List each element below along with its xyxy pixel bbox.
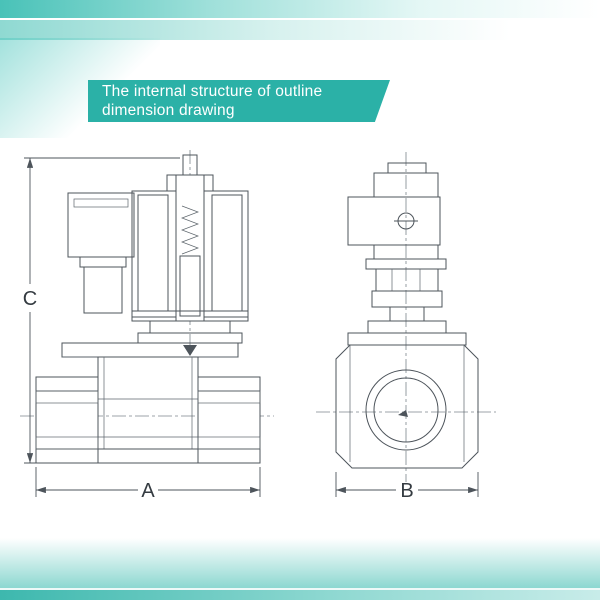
return-spring xyxy=(181,205,199,255)
bottom-gradient-strip xyxy=(0,590,600,600)
knurled-ring xyxy=(371,290,443,308)
port-opening-inner xyxy=(373,377,439,443)
armature-tube xyxy=(175,174,205,322)
body-bottom-plate xyxy=(97,448,199,464)
terminal-box-detail xyxy=(73,198,129,208)
coil-winding-right xyxy=(211,194,243,312)
bottom-divider-line xyxy=(0,588,600,590)
dimension-b: B xyxy=(335,472,479,502)
dimension-a: A xyxy=(35,467,261,502)
body-center xyxy=(97,356,199,464)
terminal-box xyxy=(67,192,135,258)
terminal-box-step xyxy=(79,256,127,268)
coil-winding-left xyxy=(137,194,169,312)
port-right-thread-bottom xyxy=(197,436,261,450)
coil-top-tab xyxy=(387,162,427,174)
bonnet-front xyxy=(367,320,447,334)
bottom-gradient-band xyxy=(0,538,600,590)
valve-body-front xyxy=(335,344,479,469)
center-mark xyxy=(398,410,408,417)
plunger xyxy=(179,255,201,317)
banner-title-line2: dimension drawing xyxy=(102,102,235,119)
port-right-thread-top xyxy=(197,390,261,404)
dimension-c: C xyxy=(23,157,180,464)
bonnet-plate-front xyxy=(347,332,467,346)
banner-title-line1: The internal structure of outline xyxy=(102,83,323,100)
left-sectional-view xyxy=(20,150,274,464)
port-left-thread-top xyxy=(35,390,99,404)
port-right xyxy=(197,376,261,464)
top-gradient-band-secondary xyxy=(0,20,600,40)
dim-label-a: A xyxy=(141,480,155,502)
dim-label-c: C xyxy=(23,288,37,310)
title-banner: The internal structure of outline dimens… xyxy=(88,80,390,122)
top-gradient-band xyxy=(0,0,600,18)
retaining-nut xyxy=(375,268,439,292)
dim-label-b: B xyxy=(400,480,413,502)
port-left-thread-bottom xyxy=(35,436,99,450)
terminal-box-lower xyxy=(83,266,123,314)
right-front-view xyxy=(316,152,496,482)
port-opening-outer xyxy=(365,369,447,451)
valve-seal xyxy=(183,345,197,356)
port-left xyxy=(35,376,99,464)
valve-neck xyxy=(389,306,425,322)
body-top-plate xyxy=(61,342,239,358)
